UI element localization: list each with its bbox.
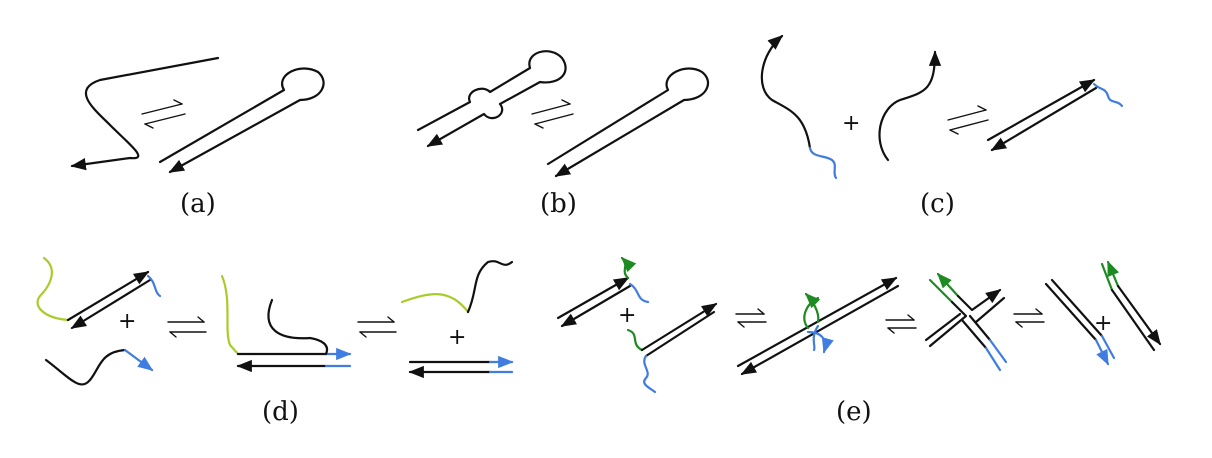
- panel-c: + (c): [760, 34, 1124, 219]
- panel-e-label: (e): [836, 397, 872, 427]
- panel-b-label: (b): [540, 189, 577, 219]
- panel-e-plus-1: +: [618, 303, 636, 328]
- strand-left: [760, 34, 812, 150]
- equilibrium-arrows: [885, 314, 917, 334]
- hairpin-with-bulge: [416, 50, 567, 148]
- panel-c-label: (c): [920, 189, 955, 219]
- equilibrium-arrows: [167, 316, 207, 338]
- equilibrium-arrows: [141, 99, 186, 129]
- invader-lime-toehold: [36, 256, 70, 322]
- hairpin-structure: [546, 67, 709, 178]
- panel-d-label: (d): [262, 397, 299, 427]
- single-strand-unfolded: [70, 56, 220, 171]
- equilibrium-arrows: [1013, 308, 1045, 328]
- equilibrium-arrows: [357, 316, 397, 338]
- equilibrium-arrows: [531, 99, 574, 129]
- hairpin-structure: [158, 67, 325, 174]
- panel-d-plus-2: +: [448, 325, 466, 350]
- panel-d-plus-1: +: [118, 309, 136, 334]
- panel-c-plus: +: [842, 111, 860, 136]
- duplex-c: [986, 78, 1124, 152]
- equilibrium-arrows: [947, 105, 989, 135]
- panel-d: + + (d): [36, 256, 514, 427]
- equilibrium-arrows: [735, 308, 767, 328]
- panel-b: (b): [416, 50, 709, 219]
- strand-right: [878, 50, 942, 162]
- panel-a: (a): [70, 56, 325, 219]
- panel-e: +: [556, 256, 1162, 427]
- panel-a-label: (a): [180, 189, 216, 219]
- panel-e-plus-2: +: [1094, 311, 1112, 336]
- toehold-left: [808, 146, 838, 180]
